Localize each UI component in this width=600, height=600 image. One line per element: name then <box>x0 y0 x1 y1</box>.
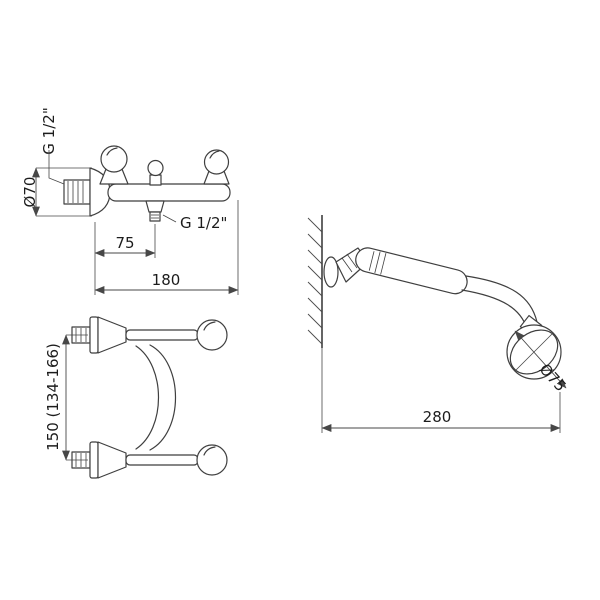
dimension-supply-thread: G 1/2" <box>40 107 65 185</box>
spout-offset-label: 75 <box>115 234 134 252</box>
outlet-connection <box>145 200 165 222</box>
dimension-outlet-thread: G 1/2" <box>162 214 227 232</box>
lower-supply-unit <box>71 441 228 479</box>
mixer-body <box>107 183 231 202</box>
dimension-overall-width: 180 <box>94 200 239 295</box>
reach-label: 280 <box>423 408 452 426</box>
dimension-spout-offset: 75 <box>94 222 156 258</box>
outlet-thread-label: G 1/2" <box>180 214 227 232</box>
dimension-centers-distance: 150 (134-166) <box>44 334 88 461</box>
handshower-handle <box>355 247 468 295</box>
s-connecting-body <box>135 344 176 451</box>
right-handle <box>203 149 230 185</box>
overall-width-label: 180 <box>152 271 181 289</box>
supply-nipple <box>63 179 91 205</box>
top-view: 150 (134-166) <box>44 316 228 479</box>
upper-supply-unit <box>71 316 228 354</box>
centers-distance-label: 150 (134-166) <box>44 343 62 451</box>
side-view: Ø75 280 <box>307 215 570 433</box>
diverter-knob <box>147 159 164 186</box>
dimension-reach: 280 <box>321 348 561 433</box>
supply-thread-label: G 1/2" <box>40 107 58 154</box>
wall-section <box>307 215 323 348</box>
front-view: G 1/2" Ø70 G 1/2" 75 180 <box>21 107 239 295</box>
left-handle <box>99 145 129 185</box>
dimension-escutcheon-diameter: Ø70 <box>21 167 92 217</box>
escutcheon-diameter-label: Ø70 <box>21 177 39 208</box>
